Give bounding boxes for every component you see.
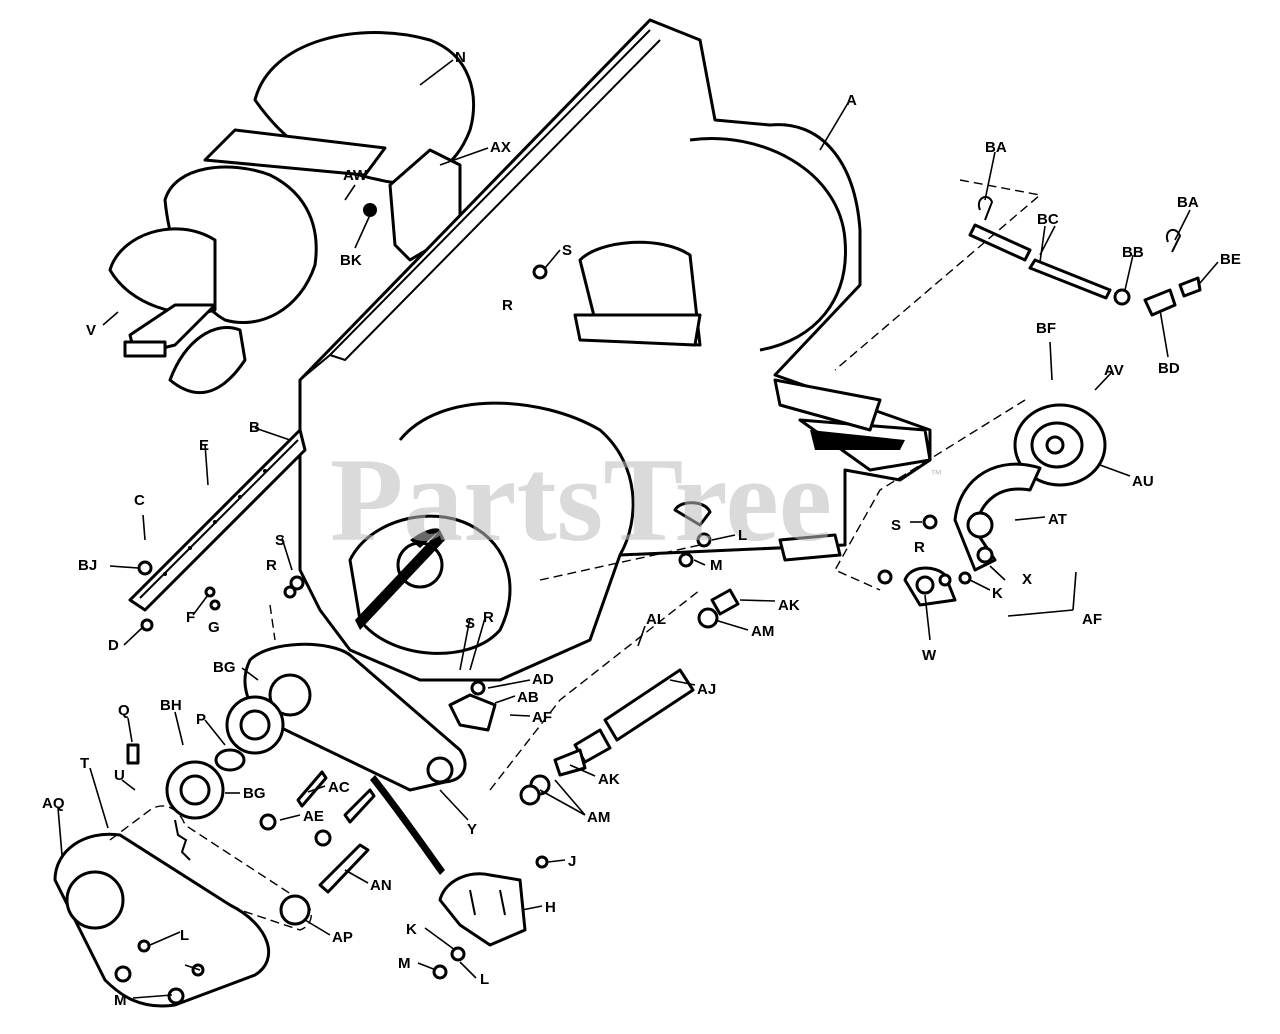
label-BA-left: BA [985,139,1007,156]
label-AT: AT [1048,511,1067,528]
label-E: E [199,437,209,454]
label-BC: BC [1037,211,1059,228]
label-K-idler: K [992,585,1003,602]
scraper-bar [128,428,307,612]
label-G: G [208,619,220,636]
label-X: X [1022,571,1032,588]
label-AW: AW [343,167,368,184]
label-Y: Y [467,821,477,838]
shaft-parts [126,743,445,894]
label-AB: AB [517,689,539,706]
label-M-cover: M [114,992,127,1009]
label-J: J [568,853,576,870]
label-BB: BB [1122,244,1144,261]
label-L-housing: L [738,527,747,544]
label-Q: Q [118,702,130,719]
label-P: P [196,711,206,728]
deflector-linkage [968,195,1202,317]
label-AM-upper: AM [751,623,774,640]
label-R-side: R [266,557,277,574]
label-AV: AV [1104,362,1124,379]
hardware [114,264,938,1005]
label-D: D [108,637,119,654]
drive-chain [109,805,312,931]
bearing-plate [903,566,972,607]
label-F: F [186,609,195,626]
label-AQ: AQ [42,795,65,812]
label-C: C [134,492,145,509]
label-B: B [249,419,260,436]
label-R-bracket: R [483,609,494,626]
part-labels: N AX A AW BK V S R BA BC BA BB BE BD BF … [42,49,1241,1009]
label-S-chute: S [562,242,572,259]
label-BE: BE [1220,251,1241,268]
bearing-flange-upper [225,695,285,755]
label-S-side: S [275,532,285,549]
guide-lines [269,179,1042,791]
label-AF-idler: AF [1082,611,1102,628]
label-AK-upper: AK [778,597,800,614]
label-BA-right: BA [1177,194,1199,211]
label-AX: AX [490,139,511,156]
label-BF: BF [1036,320,1056,337]
label-AN: AN [370,877,392,894]
label-W: W [922,647,937,664]
label-AL: AL [646,611,666,628]
label-A: A [846,92,857,109]
bearing-flange-lower [165,748,246,820]
chute-shaft [448,588,740,806]
auger-assembly [108,31,476,395]
label-AK-lower: AK [598,771,620,788]
label-BG-upper: BG [213,659,236,676]
label-AD: AD [532,671,554,688]
label-AE: AE [303,808,324,825]
idler-bracket [953,462,1042,572]
label-V: V [86,322,96,339]
skid-shoe [438,872,527,947]
label-S-bracket: S [465,615,475,632]
label-BK: BK [340,252,362,269]
watermark-trademark: ™ [930,467,942,481]
pulley [1013,403,1107,487]
label-BD: BD [1158,360,1180,377]
label-N: N [455,49,466,66]
label-T: T [80,755,89,772]
label-AC: AC [328,779,350,796]
label-L-shoe: L [480,971,489,988]
label-M-shoe: M [398,955,411,972]
label-L-cover: L [180,927,189,944]
label-AF-bracket: AF [532,709,552,726]
label-H: H [545,899,556,916]
label-AM-lower: AM [587,809,610,826]
label-AJ: AJ [697,681,716,698]
leader-lines [57,59,1219,999]
chaincase-cover [53,832,271,1008]
label-R-chute: R [502,297,513,314]
label-U: U [114,767,125,784]
label-S-idler: S [891,517,901,534]
label-BH: BH [160,697,182,714]
label-M-housing: M [710,557,723,574]
label-K-shoe: K [406,921,417,938]
label-AU: AU [1132,473,1154,490]
auger-housing [298,18,932,682]
label-R-idler: R [914,539,925,556]
label-AP: AP [332,929,353,946]
label-BJ: BJ [78,557,97,574]
label-BG-lower: BG [243,785,266,802]
watermark: PartsTree [330,433,832,566]
